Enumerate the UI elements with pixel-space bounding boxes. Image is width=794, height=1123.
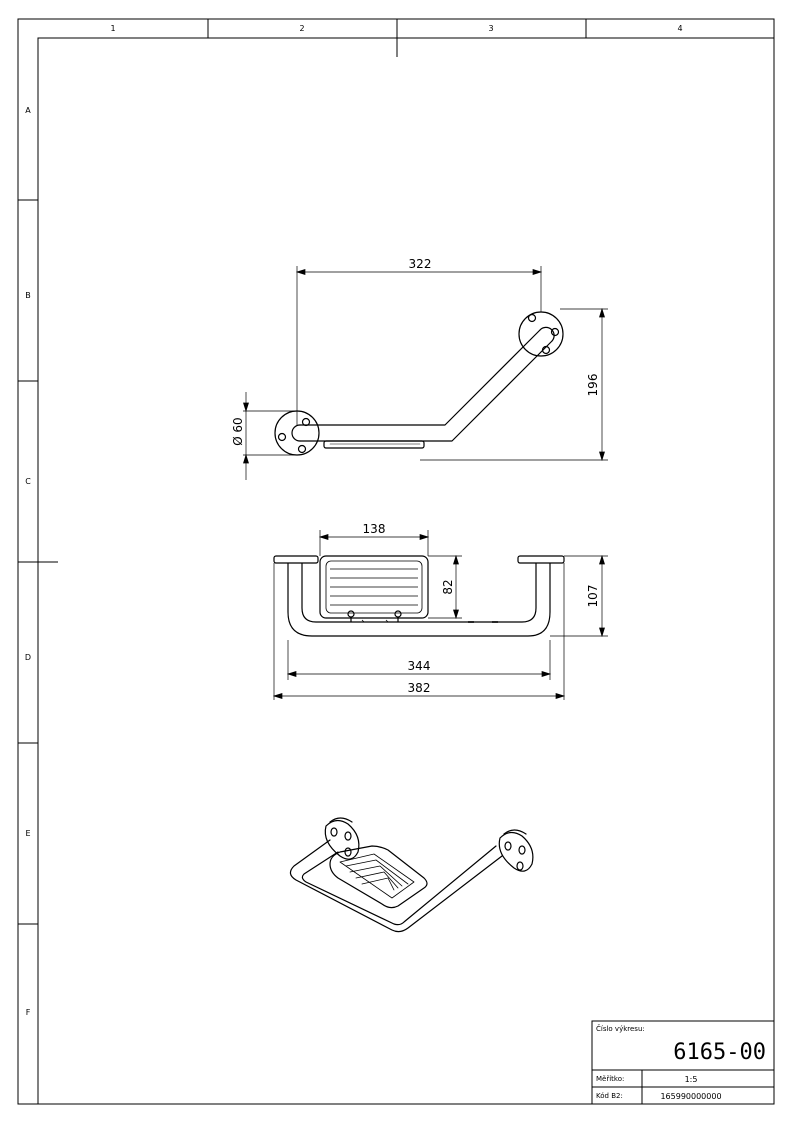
outer-border: [17, 18, 775, 1105]
isometric-view: [289, 817, 534, 933]
zone-column-1: 1: [110, 24, 115, 33]
zone-row-F: F: [26, 1008, 31, 1017]
top-view-dimensions: [243, 266, 608, 480]
top-view-right-flange: [518, 311, 564, 357]
dim-overall-width-382: 382: [408, 681, 431, 695]
zone-column-4: 4: [677, 24, 682, 33]
dim-basket-width-138: 138: [363, 522, 386, 536]
iso-right-flange: [498, 831, 534, 872]
zone-column-3: 3: [488, 24, 493, 33]
zone-row-C: C: [25, 477, 31, 486]
zone-row-A: A: [25, 106, 31, 115]
front-view-bar-outer: [287, 563, 551, 637]
title-block: [591, 1020, 775, 1105]
iso-left-flange: [324, 819, 360, 860]
front-view: [273, 555, 565, 637]
title-block-frame: [591, 1020, 775, 1105]
zone-column-2: 2: [299, 24, 304, 33]
zone-labels: 1 2 3 4 A B C D E F: [25, 24, 683, 1017]
inner-border: [37, 37, 775, 1105]
code-value: 165990000000: [660, 1092, 721, 1101]
dim-diameter-symbol: Ø: [231, 436, 245, 445]
top-view: [274, 311, 564, 456]
front-view-dimensions: [272, 530, 608, 700]
dim-flange-diameter-60: 60: [231, 417, 245, 432]
zone-row-D: D: [25, 653, 31, 662]
top-view-basket: [323, 440, 425, 449]
dim-total-height-107: 107: [586, 585, 600, 608]
top-view-bar-outer: [299, 329, 541, 426]
iso-basket: [329, 845, 428, 909]
scale-label: Měřítko:: [596, 1075, 624, 1083]
front-view-basket: [319, 555, 429, 619]
zone-row-E: E: [25, 829, 30, 838]
scale-value: 1:5: [685, 1075, 698, 1084]
dim-inner-width-344: 344: [408, 659, 431, 673]
drawing-number: 6165-00: [673, 1040, 766, 1065]
drawing-number-label: Číslo výkresu:: [596, 1024, 645, 1033]
front-view-bar-inner: [301, 563, 537, 623]
code-label: Kód B2:: [596, 1092, 623, 1100]
dim-height-196: 196: [586, 374, 600, 397]
drawing-frame: [17, 18, 775, 1105]
dim-basket-height-82: 82: [441, 579, 455, 594]
zone-row-B: B: [25, 291, 31, 300]
front-view-left-flange: [273, 555, 319, 564]
front-view-right-flange: [517, 555, 565, 564]
dim-width-322: 322: [409, 257, 432, 271]
